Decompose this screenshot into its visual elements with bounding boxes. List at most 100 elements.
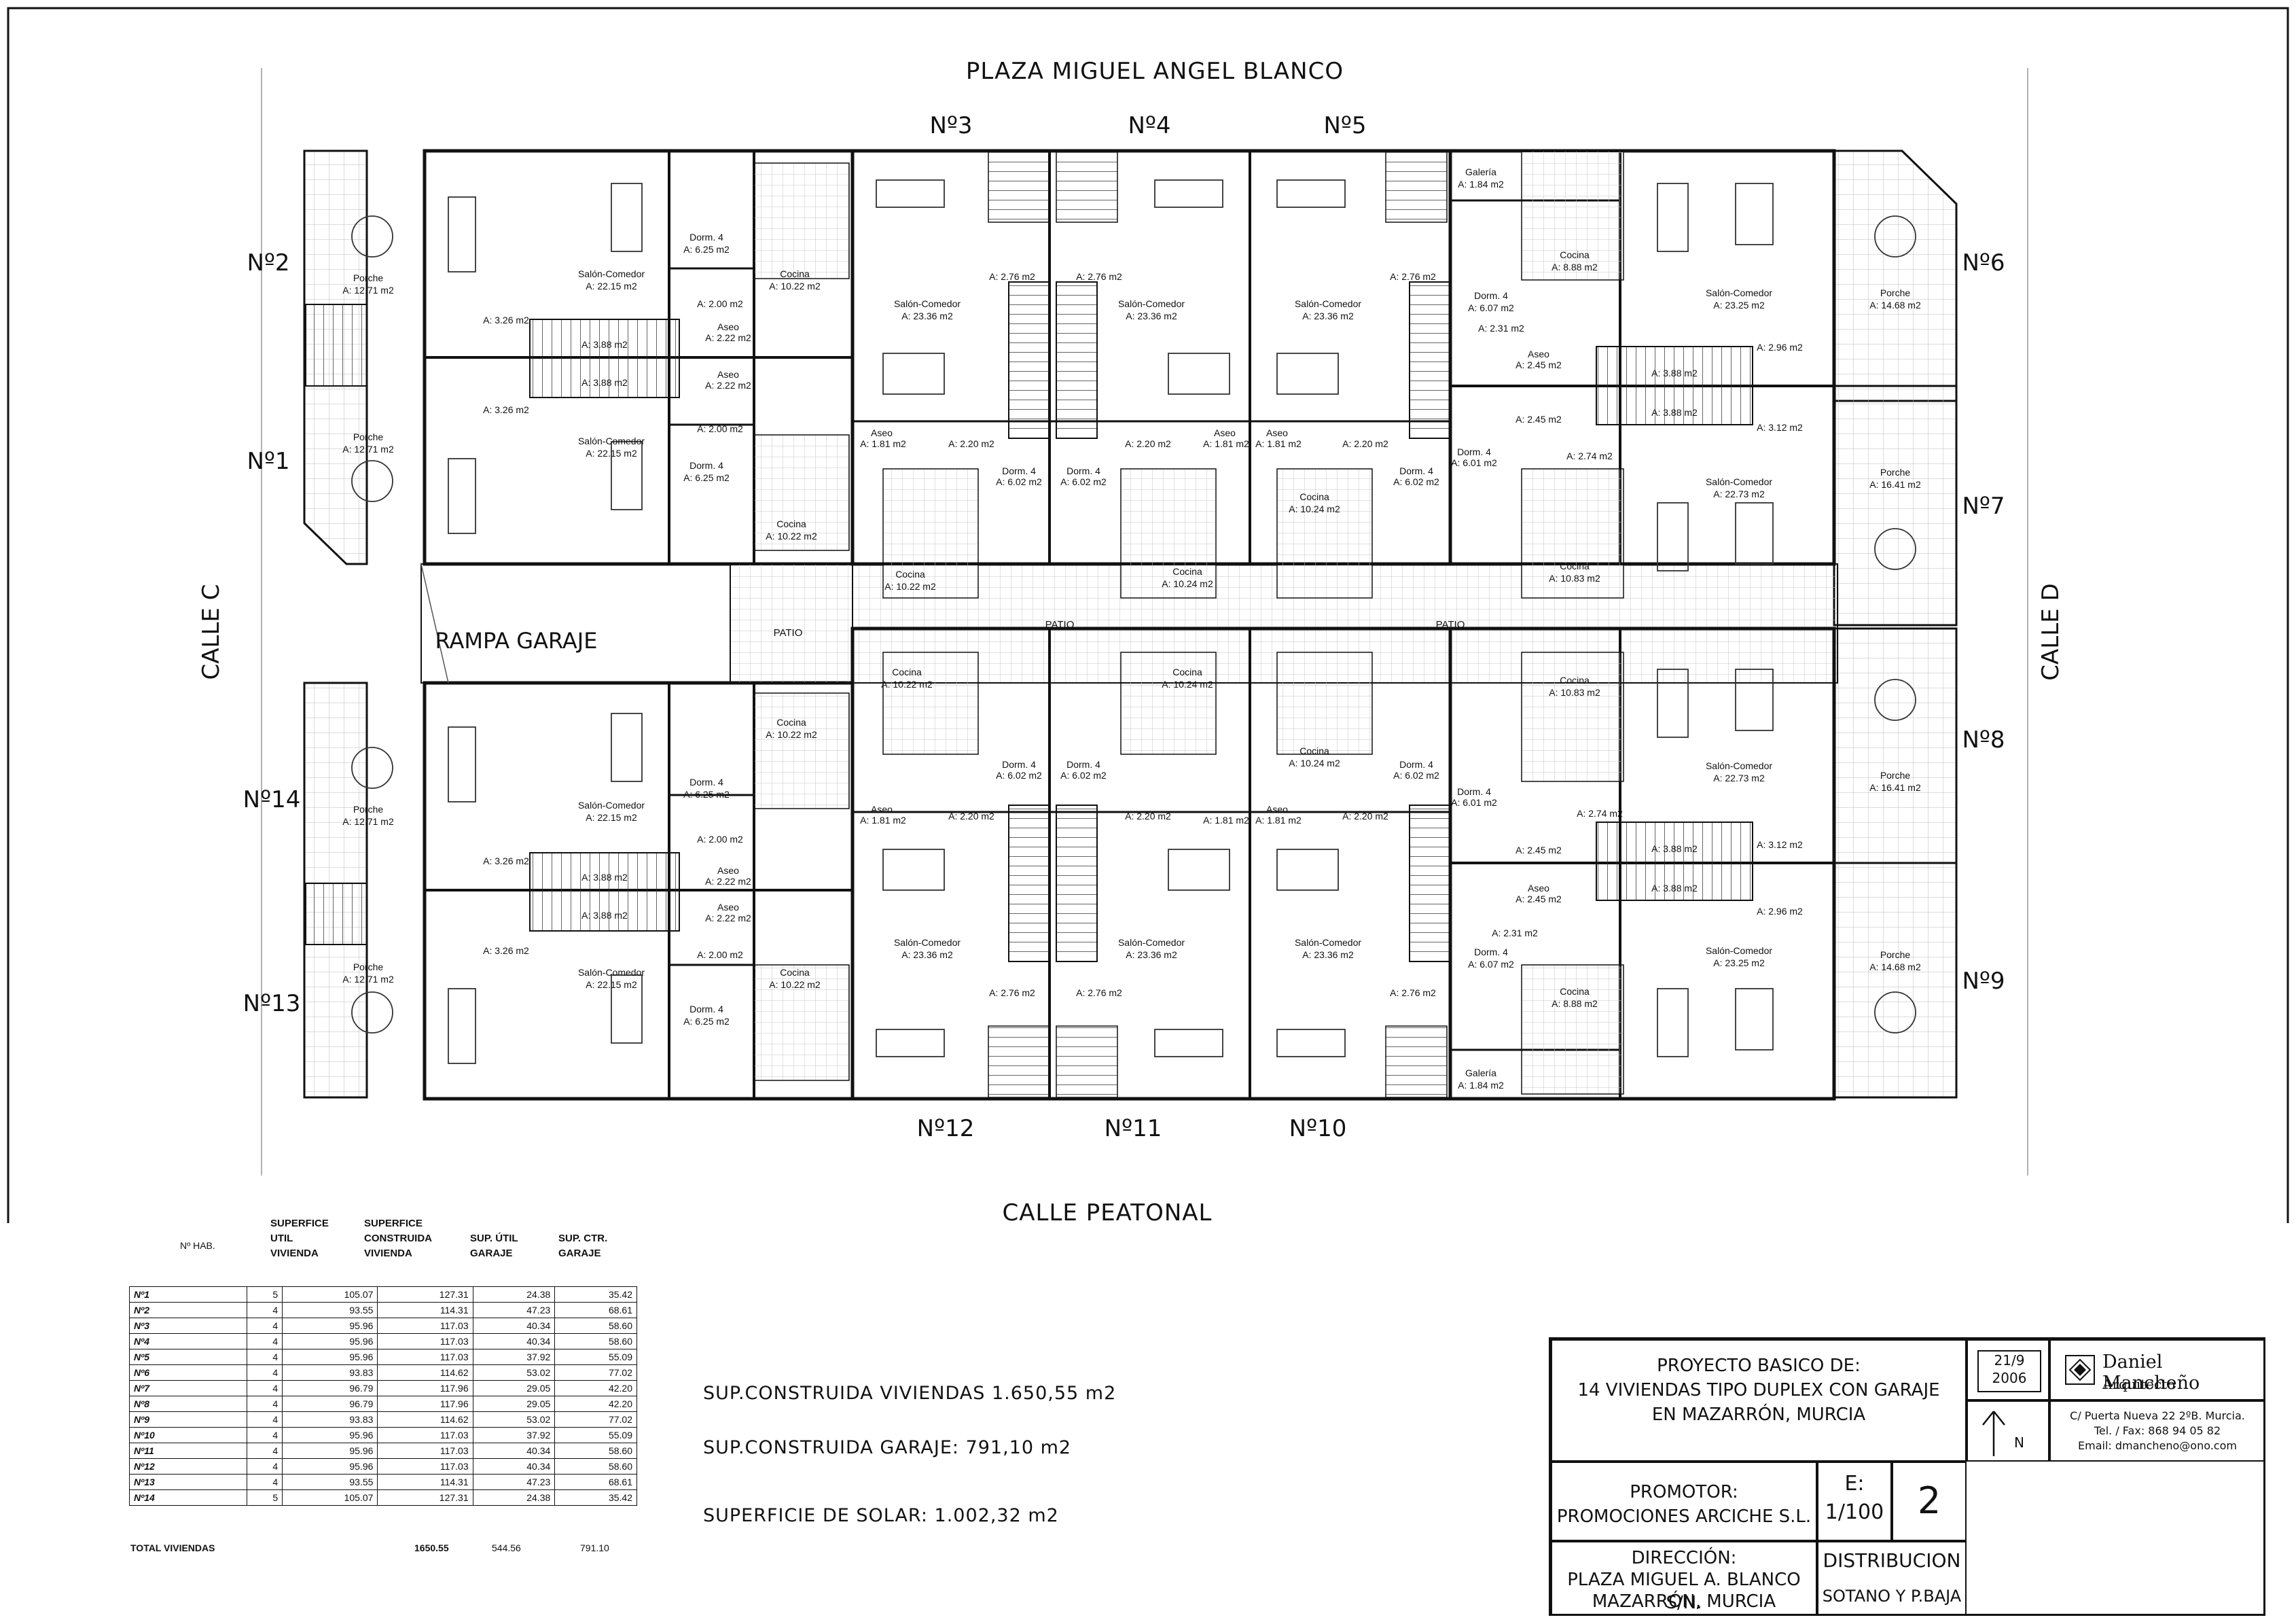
room-area: A: 2.00 m2 [697,298,743,309]
room-area: A: 3.88 m2 [581,910,628,921]
room-area: A: 23.36 m2 [901,949,953,960]
room-name: Aseo [871,427,893,438]
room-name: Salón-Comedor [1706,945,1772,956]
direccion-cell: DIRECCIÓN: PLAZA MIGUEL A. BLANCO S/N. M… [1551,1541,1817,1616]
unit-cell: Nº7 [129,1380,247,1396]
room-area: A: 2.76 m2 [989,271,1035,282]
area-schedule: Nº HAB. SUPERFICE UTIL VIVIENDA SUPERFIC… [129,1216,652,1553]
value-cell: 114.31 [377,1302,473,1318]
room-name: Cocina [776,717,806,728]
total-ctr-garaje: 791.10 [580,1542,609,1553]
room-area: A: 3.26 m2 [483,404,529,415]
value-cell: 35.42 [554,1489,637,1506]
direccion-label: DIRECCIÓN: [1631,1548,1737,1568]
unit-cell: Nº12 [129,1458,247,1475]
room-area: A: 6.25 m2 [683,472,730,483]
schedule-total-row: TOTAL VIVIENDAS 1650.55 544.56 791.10 [129,1542,637,1559]
unit-numbers: Nº1 Nº2 Nº3 Nº4 Nº5 Nº6 Nº7 Nº8 Nº9 Nº10… [243,112,2005,1142]
architect-cell: Daniel Mancheño Arquitecto [2049,1339,2265,1400]
room-name: Cocina [1560,561,1590,571]
room-area: A: 2.45 m2 [1515,414,1562,425]
project-cell: PROYECTO BASICO DE: 14 VIVIENDAS TIPO DU… [1551,1339,1967,1462]
unit-label-n10: Nº10 [1289,1115,1347,1142]
furniture [351,179,1916,1064]
room-area: A: 6.02 m2 [1393,770,1439,781]
value-cell: 68.61 [554,1302,637,1318]
east-block [1448,149,1836,1101]
room-area: A: 2.20 m2 [948,438,994,449]
header-sup-util: SUPERFICE UTIL VIVIENDA [270,1218,329,1259]
total-util-garaje: 544.56 [492,1542,521,1553]
room-area: A: 23.25 m2 [1713,300,1765,311]
room-area: A: 6.01 m2 [1451,797,1497,808]
value-cell: 47.23 [472,1302,556,1318]
room-area: A: 1.81 m2 [1203,815,1249,826]
room-area: A: 10.24 m2 [1162,679,1213,690]
north-label: N [2014,1434,2024,1451]
room-name: Porche [1880,949,1911,960]
room-name: Salón-Comedor [1706,476,1772,487]
room-area: A: 2.20 m2 [948,811,994,822]
room-area: A: 3.12 m2 [1757,422,1803,433]
date-line-1: 21/9 [1994,1352,2025,1369]
room-area: A: 22.15 m2 [586,979,637,990]
unit-label-n11: Nº11 [1105,1115,1162,1142]
floor-plan: PLAZA MIGUEL ANGEL BLANCO CALLE PEATONAL… [7,7,2289,1223]
room-area: A: 1.81 m2 [860,438,906,449]
room-name: Dorm. 4 [1066,465,1100,476]
room-area: A: 16.41 m2 [1869,782,1921,793]
value-cell: 55.09 [554,1349,637,1365]
surface-garaje: SUP.CONSTRUIDA GARAJE: 791,10 m2 [703,1437,1072,1458]
room-name: Aseo [1214,427,1236,438]
unit-label-n4: Nº4 [1128,112,1170,139]
room-area: A: 23.25 m2 [1713,957,1765,968]
value-cell: 37.92 [472,1349,556,1365]
value-cell: 117.03 [377,1318,473,1334]
value-cell: 95.96 [282,1349,378,1365]
room-name: Porche [1880,770,1911,781]
room-area: A: 2.45 m2 [1515,894,1562,904]
room-area: A: 12.71 m2 [342,816,394,827]
value-cell: 95.96 [282,1333,378,1349]
room-name: Dorm. 4 [689,777,723,788]
room-area: A: 6.02 m2 [996,770,1042,781]
room-name: Aseo [717,865,739,876]
total-construida: 1650.55 [414,1542,449,1553]
value-cell: 4 [246,1427,283,1443]
value-cell: 4 [246,1474,283,1490]
room-area: A: 3.88 m2 [1651,407,1698,418]
header-hab: Nº HAB. [180,1240,215,1251]
value-cell: 4 [246,1411,283,1428]
room-name: Dorm. 4 [689,232,723,243]
value-cell: 40.34 [472,1333,556,1349]
room-area: A: 12.71 m2 [342,285,394,296]
room-area: A: 2.74 m2 [1566,451,1613,461]
room-area: A: 10.22 m2 [766,531,817,542]
unit-label-n5: Nº5 [1323,112,1366,139]
room-name: Cocina [1560,675,1590,686]
room-area: A: 10.83 m2 [1549,573,1600,584]
room-area: A: 22.15 m2 [586,812,637,823]
room-area: A: 10.22 m2 [881,679,933,690]
unit-label-n7: Nº7 [1962,493,2005,520]
value-cell: 114.62 [377,1364,473,1381]
room-area: A: 22.73 m2 [1713,489,1765,499]
room-area: A: 10.24 m2 [1289,758,1340,769]
room-name: Cocina [1172,566,1202,577]
room-name: Cocina [1560,249,1590,260]
room-area: A: 2.00 m2 [697,423,743,434]
room-name: Salón-Comedor [1118,298,1185,309]
unit-cell: Nº6 [129,1364,247,1381]
room-name: Cocina [1299,745,1329,756]
room-area: A: 6.07 m2 [1468,302,1514,313]
room-name: Salón-Comedor [578,967,645,978]
value-cell: 95.96 [282,1427,378,1443]
value-cell: 4 [246,1333,283,1349]
room-area: A: 2.00 m2 [697,949,743,960]
value-cell: 95.96 [282,1443,378,1459]
value-cell: 105.07 [282,1286,378,1303]
